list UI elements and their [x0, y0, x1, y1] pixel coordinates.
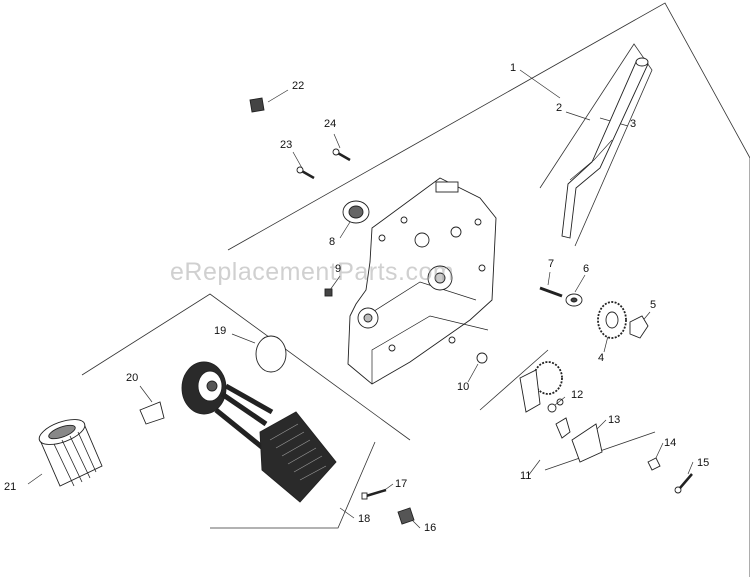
- pin-and-washer: [539, 286, 583, 307]
- oil-pump: [519, 361, 603, 463]
- callout-24: 24: [324, 118, 337, 130]
- callout-10: 10: [457, 381, 470, 393]
- dipstick: [561, 57, 649, 239]
- callout-5: 5: [650, 299, 657, 311]
- callout-9: 9: [335, 263, 342, 275]
- plug-9: [324, 288, 333, 297]
- oil-cooler-assembly: [139, 361, 337, 503]
- screw-15: [674, 473, 693, 494]
- oil-filter: [38, 419, 103, 487]
- callout-8: 8: [329, 236, 336, 248]
- callout-12: 12: [571, 389, 584, 401]
- callout-3: 3: [630, 118, 637, 130]
- callout-16: 16: [424, 522, 437, 534]
- callout-20: 20: [126, 372, 139, 384]
- callout-19: 19: [214, 325, 227, 337]
- bolt-22: [249, 97, 265, 113]
- oil-pump-group-outline: [479, 349, 549, 411]
- main-group-outline: [227, 2, 750, 577]
- callout-17: 17: [395, 478, 408, 490]
- closure-plate: [347, 177, 497, 385]
- callout-1: 1: [510, 62, 517, 74]
- o-ring-19: [255, 335, 287, 373]
- clip-16: [397, 507, 415, 525]
- gear-and-cap: [597, 301, 649, 339]
- o-ring-10: [476, 352, 488, 364]
- callout-11: 11: [520, 470, 532, 482]
- oil-seal: [342, 200, 370, 224]
- callout-21: 21: [4, 481, 17, 493]
- oil-filter-bracket-outline: [210, 441, 376, 529]
- bolt-24: [332, 148, 351, 162]
- callout-2: 2: [556, 102, 563, 114]
- callout-22: 22: [292, 80, 305, 92]
- callout-4: 4: [598, 352, 605, 364]
- callout-6: 6: [583, 263, 590, 275]
- callout-7: 7: [548, 258, 555, 270]
- callout-15: 15: [697, 457, 710, 469]
- callout-23: 23: [280, 139, 293, 151]
- dipstick-group-outline: [539, 43, 653, 247]
- callout-13: 13: [608, 414, 621, 426]
- bolt-17: [361, 488, 387, 500]
- leader-lines: [27, 69, 694, 529]
- callout-18: 18: [358, 513, 371, 525]
- oil-cooler-group-outline: [81, 293, 411, 441]
- callout-14: 14: [664, 437, 677, 449]
- watermark-text: eReplacementParts.com: [170, 258, 455, 286]
- nut-14: [647, 457, 661, 471]
- bolt-23: [296, 166, 315, 180]
